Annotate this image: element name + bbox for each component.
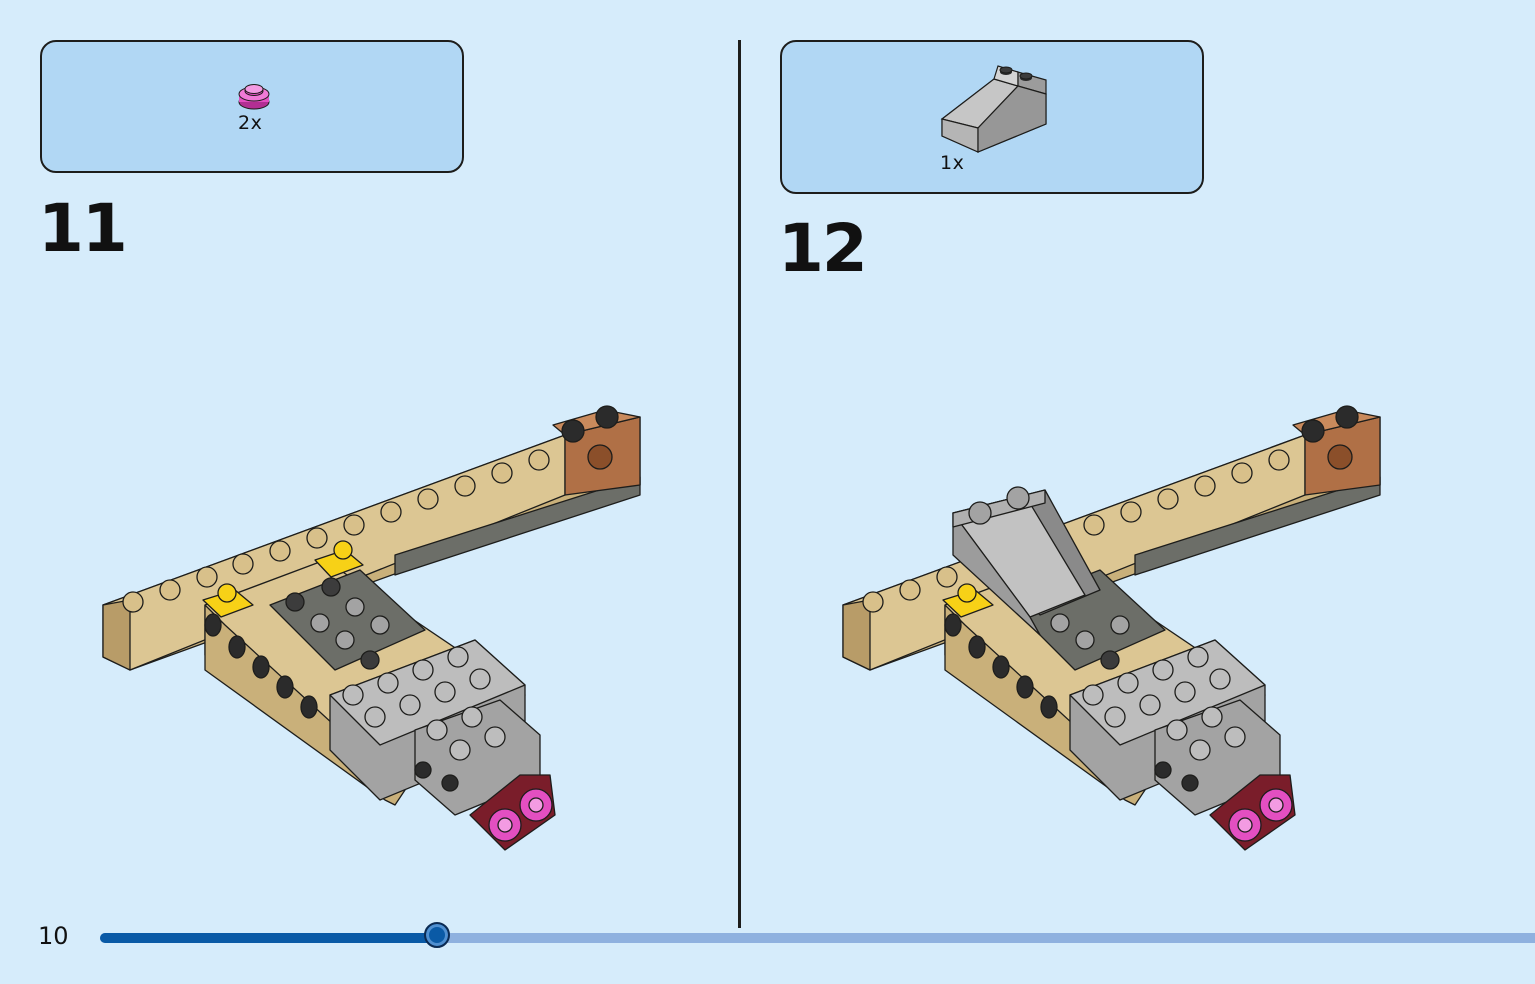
- progress-fill: [100, 933, 438, 943]
- step-12-model-illustration: [842, 405, 1381, 851]
- parts-callout-step-12: 1x: [780, 40, 1204, 194]
- part-quantity: 2x: [238, 112, 263, 134]
- step-number-12: 12: [778, 210, 868, 287]
- part-quantity: 1x: [940, 152, 965, 174]
- pink-round-plate-icon: [238, 84, 270, 110]
- page-number: 10: [38, 922, 69, 950]
- step-divider: [738, 40, 741, 928]
- grey-slope-brick-icon: [940, 65, 1047, 153]
- parts-callout-step-11: 2x: [40, 40, 464, 173]
- progress-knob[interactable]: [424, 922, 451, 948]
- step-11-model-illustration: [102, 405, 641, 851]
- progress-track: [100, 933, 1535, 943]
- step-number-11: 11: [38, 190, 128, 267]
